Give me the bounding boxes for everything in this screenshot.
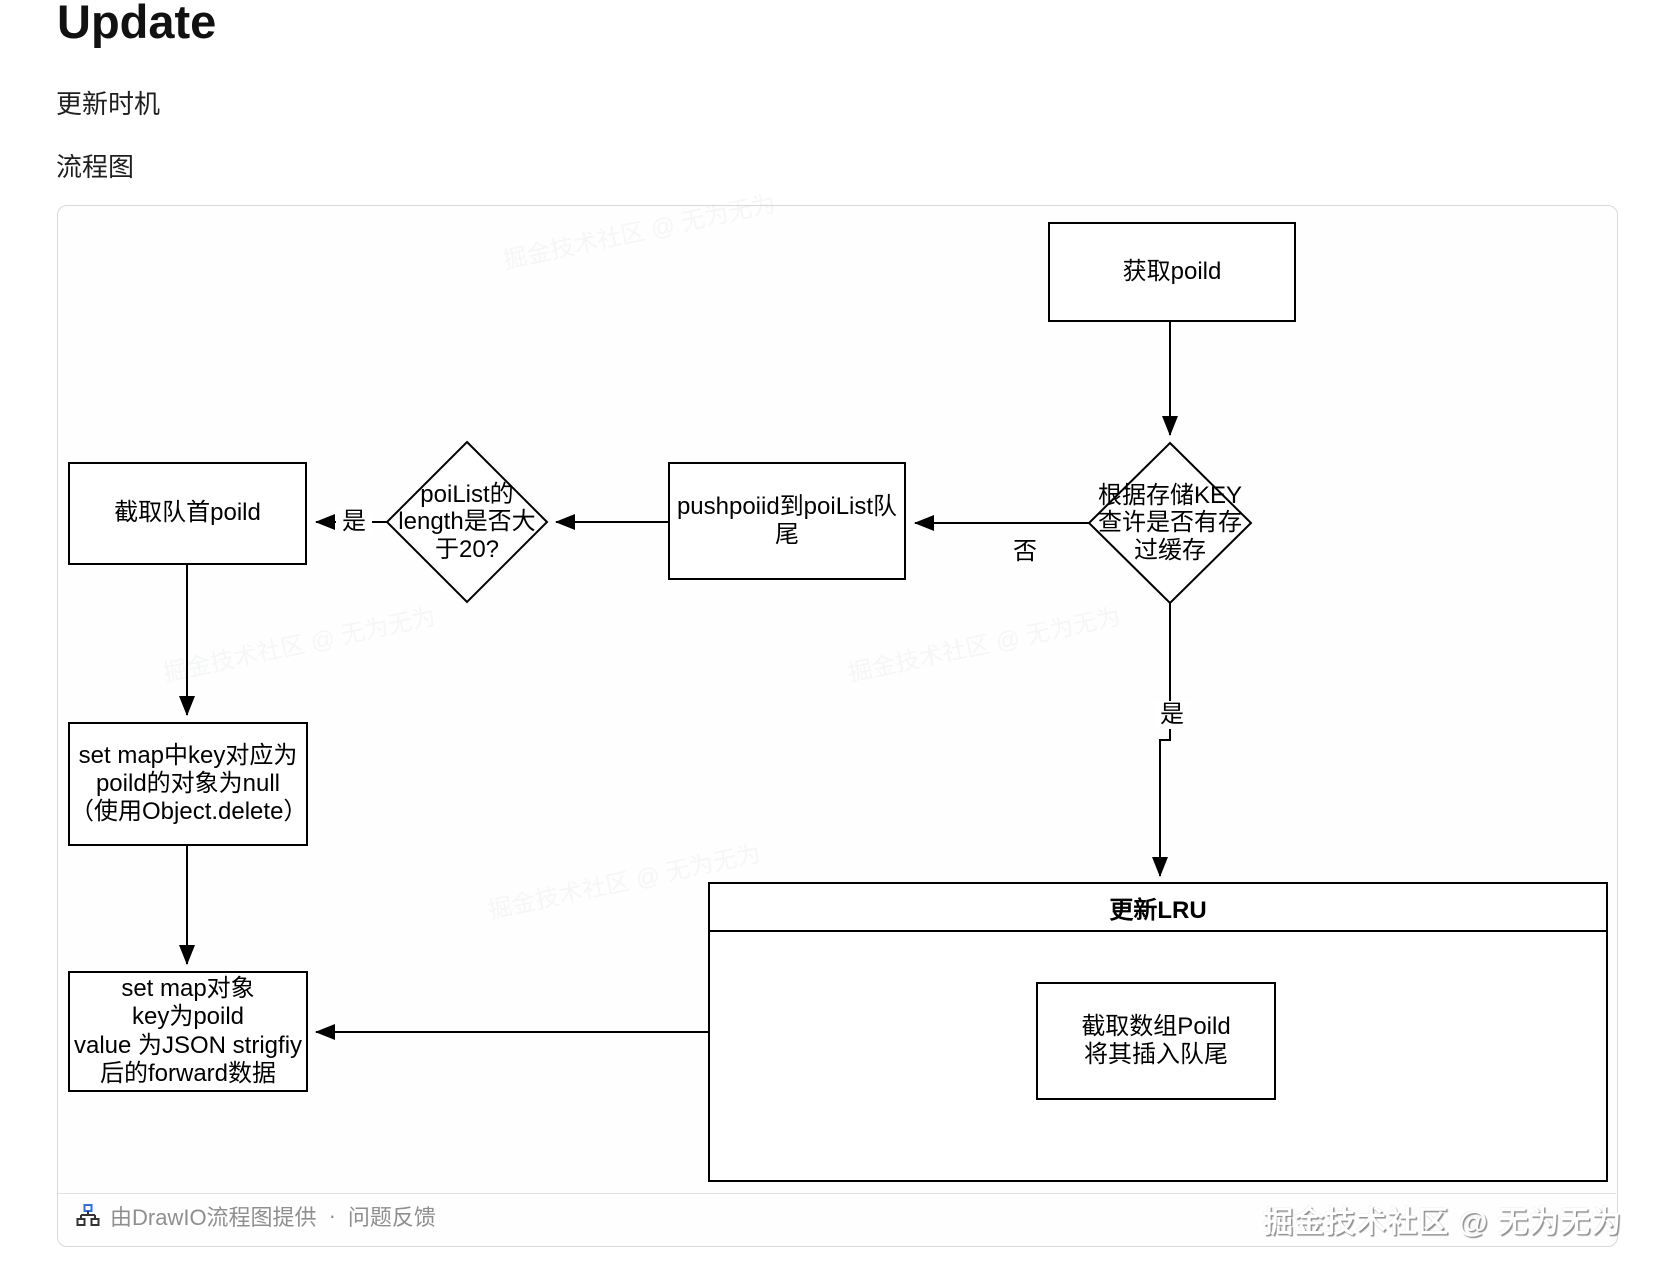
juejin-watermark: 掘金技术社区 @ 无为无为 bbox=[1263, 1206, 1622, 1239]
node-get-poild: 获取poild bbox=[1048, 222, 1296, 322]
edge-label-yes-length: 是 bbox=[336, 508, 372, 536]
edge-label-yes-cache: 是 bbox=[1154, 701, 1190, 729]
subtitle-update-timing: 更新时机 bbox=[56, 89, 161, 119]
node-set-null: set map中key对应为 poild的对象为null （使用Object.d… bbox=[68, 722, 308, 846]
drawio-provider-text: 由DrawIO流程图提供 bbox=[110, 1205, 317, 1230]
node-take-head: 截取队首poild bbox=[68, 462, 307, 565]
drawio-footer: 由DrawIO流程图提供 · 问题反馈 bbox=[76, 1200, 436, 1232]
subtitle-flowchart: 流程图 bbox=[56, 152, 135, 182]
edge-label-no: 否 bbox=[1013, 538, 1037, 565]
footer-separator: · bbox=[328, 1203, 336, 1228]
node-set-value: set map对象 key为poild value 为JSON strigfiy… bbox=[68, 971, 308, 1092]
update-lru-title: 更新LRU bbox=[710, 884, 1606, 932]
decision-check-cache-label: 根据存储KEY 查许是否有存 过缓存 bbox=[1097, 481, 1243, 564]
decision-check-length-label: poiList的 length是否大 于20? bbox=[398, 480, 536, 563]
footer-divider bbox=[58, 1193, 1616, 1194]
page-title: Update bbox=[57, 0, 217, 48]
node-lru-inner: 截取数组Poild 将其插入队尾 bbox=[1036, 982, 1276, 1100]
node-push-poiid: pushpoiid到poiList队 尾 bbox=[668, 462, 906, 580]
drawio-flowchart-icon bbox=[76, 1204, 100, 1226]
feedback-link[interactable]: 问题反馈 bbox=[347, 1205, 436, 1230]
